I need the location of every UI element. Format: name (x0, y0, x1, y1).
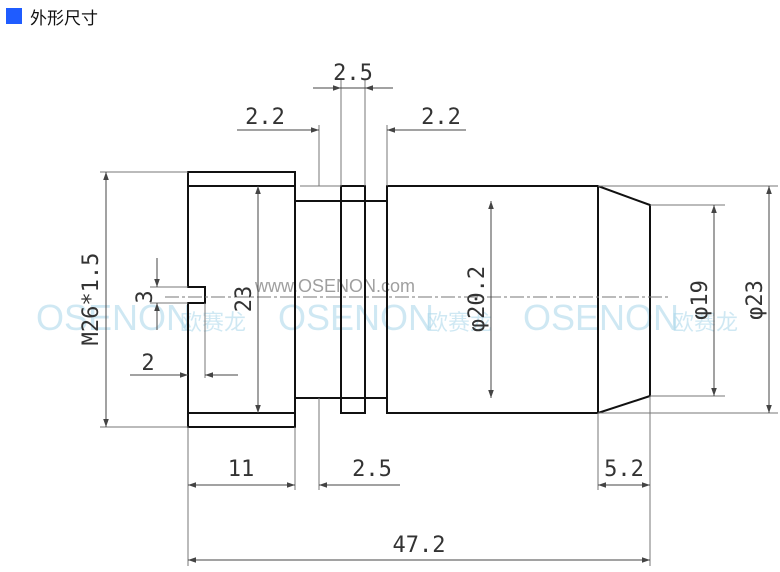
dim-label-tip-dia: φ19 (688, 280, 713, 320)
watermark-brand-2: OSENON (278, 297, 434, 338)
dimension-lines (103, 85, 772, 563)
dim-label-taper-length: 5.2 (604, 457, 644, 482)
dim-label-body-dia: φ20.2 (465, 266, 490, 332)
extension-lines (100, 80, 778, 566)
watermark-brand-1: OSENON (36, 297, 192, 338)
dim-label-top-left-groove: 2.2 (245, 105, 285, 130)
watermark-brand-cn-1: 欧赛龙 (180, 311, 246, 336)
dimension-labels: 2.5 2.2 2.2 M26*1.5 3 2 23 φ20.2 φ19 φ23… (79, 61, 768, 558)
dim-label-top-right-groove: 2.2 (421, 105, 461, 130)
watermark-url: www.OSENON.com (254, 276, 415, 296)
section-marker-square (6, 8, 22, 24)
dim-label-slot-depth: 2 (141, 351, 154, 376)
dim-label-slot-height: 3 (133, 290, 158, 303)
dim-label-total-length: 47.2 (393, 533, 446, 558)
section-title: 外形尺寸 (30, 8, 98, 29)
watermark-brand-3: OSENON (523, 297, 679, 338)
section-header: 外形尺寸 (6, 4, 98, 29)
dim-label-groove-length: 2.5 (352, 457, 392, 482)
watermark-brand-cn-3: 欧赛龙 (672, 311, 738, 336)
watermark-brand-cn-2: 欧赛龙 (426, 311, 492, 336)
dim-label-inner-dia: 23 (232, 286, 257, 313)
dim-label-outer-dia: φ23 (743, 280, 768, 320)
dim-label-thread: M26*1.5 (79, 253, 104, 346)
dim-label-head-length: 11 (228, 457, 255, 482)
dim-label-top-slot: 2.5 (333, 61, 373, 86)
